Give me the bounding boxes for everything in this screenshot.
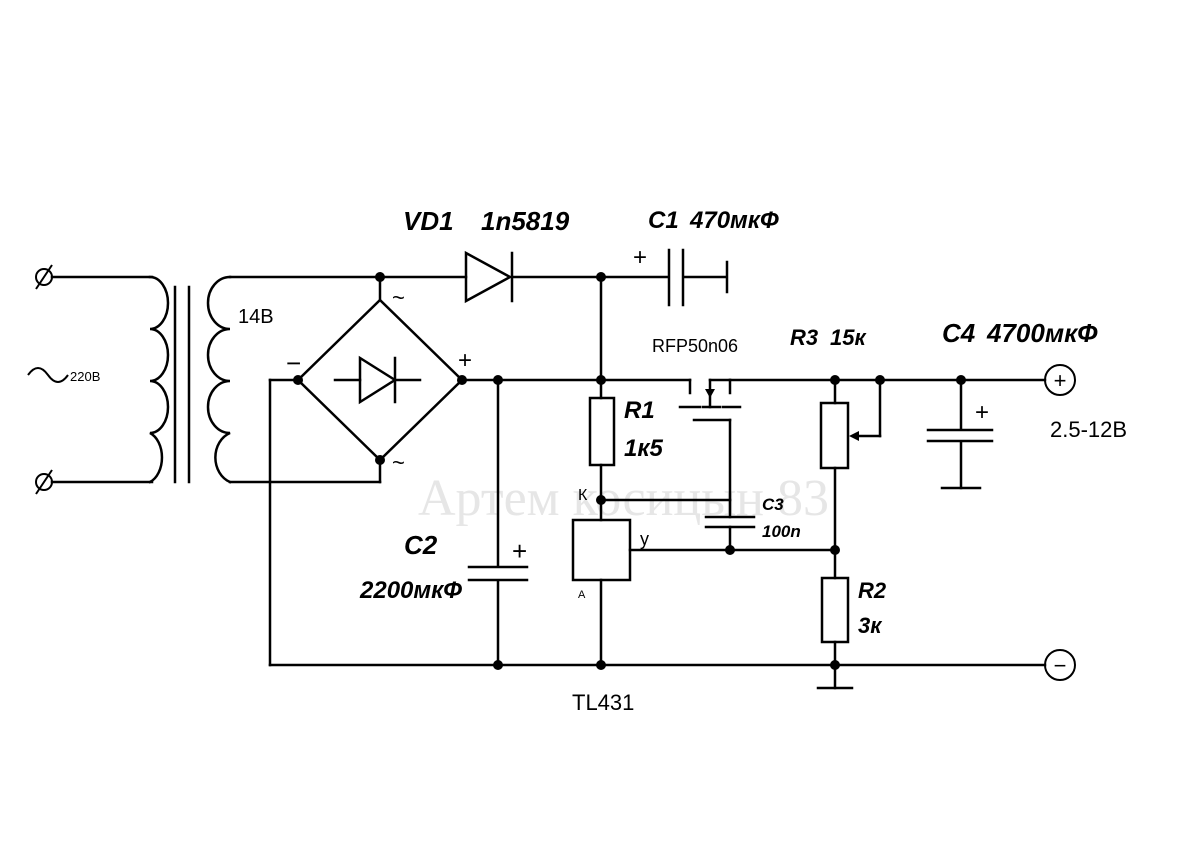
vd1-name: VD1	[403, 206, 454, 236]
c3-value: 100n	[762, 522, 801, 541]
junction-dots	[293, 272, 966, 670]
mosfet-label: RFP50n06	[652, 336, 738, 356]
transformer	[148, 275, 232, 484]
capacitor-c4	[926, 378, 994, 490]
tl431-regulator	[571, 518, 837, 667]
tl431-label: TL431	[572, 690, 634, 715]
bridge-minus-label: −	[286, 348, 301, 378]
r1-value: 1к5	[624, 435, 664, 462]
capacitor-c1	[599, 248, 729, 307]
output-plus-terminal	[1044, 364, 1076, 396]
r2-value: 3к	[858, 613, 883, 638]
tl431-pin-a: А	[578, 589, 586, 601]
potentiometer-r3	[819, 378, 882, 552]
tl431-pin-k: К	[578, 487, 588, 504]
bridge-plus-label: +	[458, 347, 472, 374]
c4-value: 4700мкФ	[986, 318, 1098, 348]
ac-source-icon	[27, 367, 69, 383]
diode-vd1	[378, 250, 603, 304]
c1-value: 470мкФ	[689, 207, 779, 234]
watermark: Артем косицын 83	[418, 470, 829, 527]
output-minus-terminal	[1044, 649, 1076, 681]
bridge-ac-bottom-label: ~	[392, 450, 405, 475]
vd1-value: 1n5819	[481, 206, 570, 236]
tl431-pin-y: у	[640, 529, 649, 549]
c2-value: 2200мкФ	[359, 577, 462, 604]
r3-value: 15к	[830, 325, 867, 350]
c2-name: C2	[404, 530, 438, 560]
c1-polarity: +	[633, 244, 647, 271]
c3-name: C3	[762, 495, 784, 514]
capacitor-c2	[467, 378, 529, 667]
output-plus-symbol: +	[1054, 368, 1067, 393]
c1-name: C1	[648, 207, 679, 234]
mains-voltage-label: 220В	[70, 369, 100, 384]
mains-input-terminal-bottom	[35, 469, 53, 495]
r1-name: R1	[624, 397, 655, 424]
c2-polarity: +	[512, 536, 527, 566]
c4-polarity: +	[975, 399, 989, 426]
mains-input-terminal-top	[35, 264, 53, 290]
r2-name: R2	[858, 578, 887, 603]
diode-bridge	[296, 298, 464, 462]
c4-name: C4	[942, 318, 976, 348]
bridge-ac-top-label: ~	[392, 285, 405, 310]
output-minus-symbol: −	[1054, 653, 1067, 678]
r3-name: R3	[790, 325, 818, 350]
output-range-label: 2.5-12В	[1050, 417, 1127, 442]
secondary-voltage-label: 14В	[238, 306, 274, 328]
resistor-r1	[588, 396, 616, 522]
